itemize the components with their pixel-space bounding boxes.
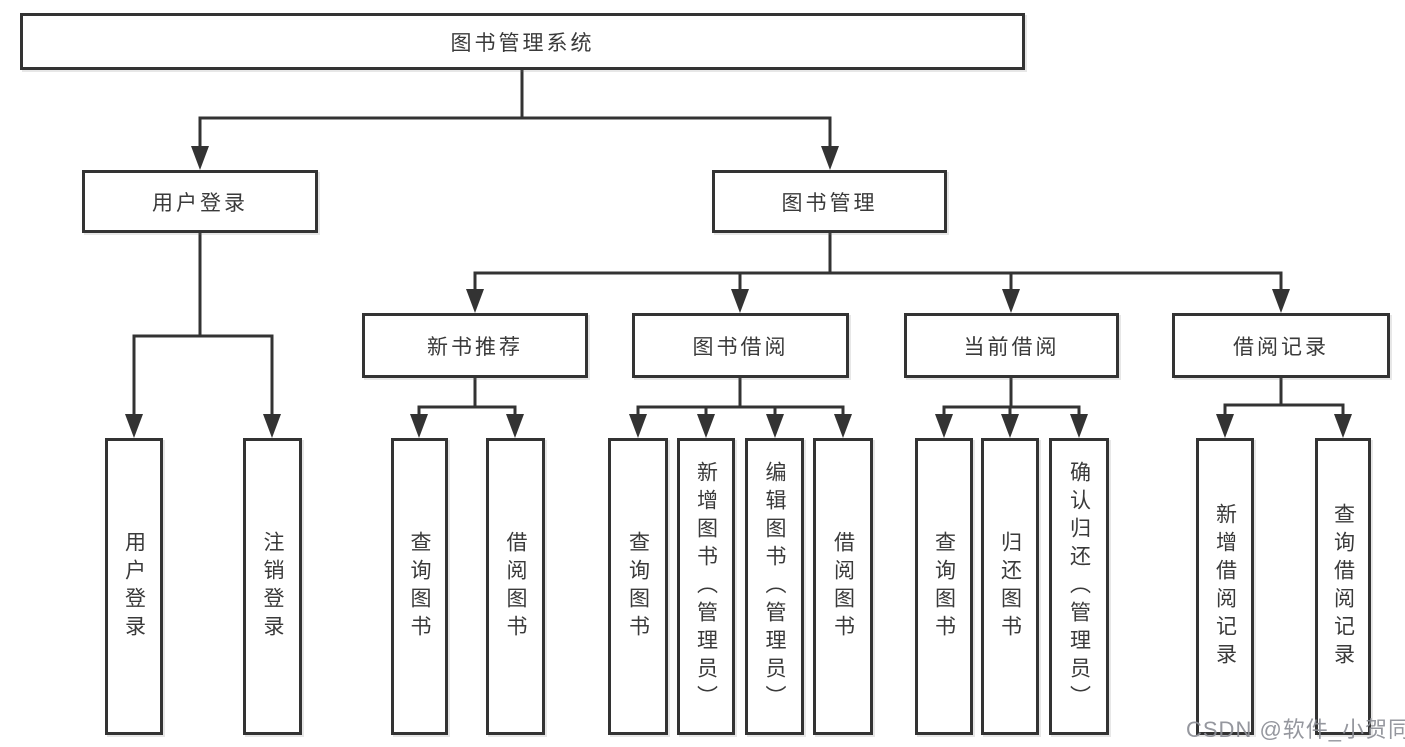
leaf-label: 查询图书 [408, 530, 431, 643]
arrowhead-icon [125, 414, 143, 438]
leaf-borrow-books: 借阅图书 [813, 438, 873, 735]
leaf-label: 确认归还（管理员） [1067, 460, 1091, 713]
leaf-query-books-borrow: 查询图书 [608, 438, 668, 735]
node-new-book-recommend: 新书推荐 [362, 313, 588, 378]
leaf-add-borrow-record: 新增借阅记录 [1196, 438, 1254, 735]
leaf-label: 新增借阅记录 [1213, 502, 1237, 671]
arrowhead-icon [1272, 289, 1290, 313]
node-library-management-system: 图书管理系统 [20, 13, 1025, 70]
arrowhead-icon [1001, 414, 1019, 438]
connector-newbookrec-to-leaves [417, 376, 517, 420]
connector-borrowrecords-to-leaves [1223, 376, 1345, 420]
node-book-management: 图书管理 [712, 170, 947, 233]
leaf-query-books-current: 查询图书 [915, 438, 973, 735]
arrowhead-icon [821, 146, 839, 170]
arrowhead-icon [1002, 289, 1020, 313]
leaf-query-borrow-record: 查询借阅记录 [1315, 438, 1371, 735]
leaf-label: 用户登录 [122, 530, 146, 643]
arrowhead-icon [1070, 414, 1088, 438]
node-book-borrowing: 图书借阅 [632, 313, 849, 378]
leaf-user-login: 用户登录 [105, 438, 163, 735]
connector-currentborrow-to-leaves [942, 376, 1081, 420]
leaf-label: 编辑图书（管理员） [763, 460, 786, 713]
arrowhead-icon [506, 414, 524, 438]
leaf-add-books-admin: 新增图书（管理员） [677, 438, 735, 735]
arrowhead-icon [834, 414, 852, 438]
leaf-label: 借阅图书 [504, 530, 527, 643]
arrowhead-icon [263, 414, 281, 438]
arrowheads [125, 146, 1352, 438]
arrowhead-icon [766, 414, 784, 438]
watermark: CSDN @软件_小贺同学 [1186, 717, 1405, 742]
arrowhead-icon [466, 289, 484, 313]
arrowhead-icon [410, 414, 428, 438]
leaf-borrow-books-recommend: 借阅图书 [486, 438, 545, 735]
leaf-logout: 注销登录 [243, 438, 302, 735]
leaf-label: 查询图书 [626, 530, 650, 643]
leaf-label: 查询借阅记录 [1331, 502, 1355, 671]
leaf-query-books-recommend: 查询图书 [391, 438, 448, 735]
leaf-confirm-return-admin: 确认归还（管理员） [1049, 438, 1109, 735]
connector-bookmgmt-to-level3 [473, 231, 1283, 295]
node-current-borrowing: 当前借阅 [904, 313, 1119, 378]
leaf-label: 借阅图书 [831, 530, 855, 643]
leaf-label: 归还图书 [998, 530, 1022, 643]
connector-userlogin-to-leaves [132, 231, 274, 420]
leaf-return-books: 归还图书 [981, 438, 1039, 735]
leaf-label: 注销登录 [261, 530, 284, 643]
connector-root-to-level2 [198, 68, 832, 152]
node-user-login: 用户登录 [82, 170, 318, 233]
connector-bookborrow-to-leaves [636, 376, 845, 420]
arrowhead-icon [935, 414, 953, 438]
leaf-edit-books-admin: 编辑图书（管理员） [745, 438, 804, 735]
arrowhead-icon [1216, 414, 1234, 438]
leaf-label: 新增图书（管理员） [694, 460, 718, 713]
arrowhead-icon [629, 414, 647, 438]
arrowhead-icon [731, 289, 749, 313]
arrowhead-icon [191, 146, 209, 170]
arrowhead-icon [1334, 414, 1352, 438]
arrowhead-icon [697, 414, 715, 438]
leaf-label: 查询图书 [932, 530, 956, 643]
node-borrowing-records: 借阅记录 [1172, 313, 1390, 378]
